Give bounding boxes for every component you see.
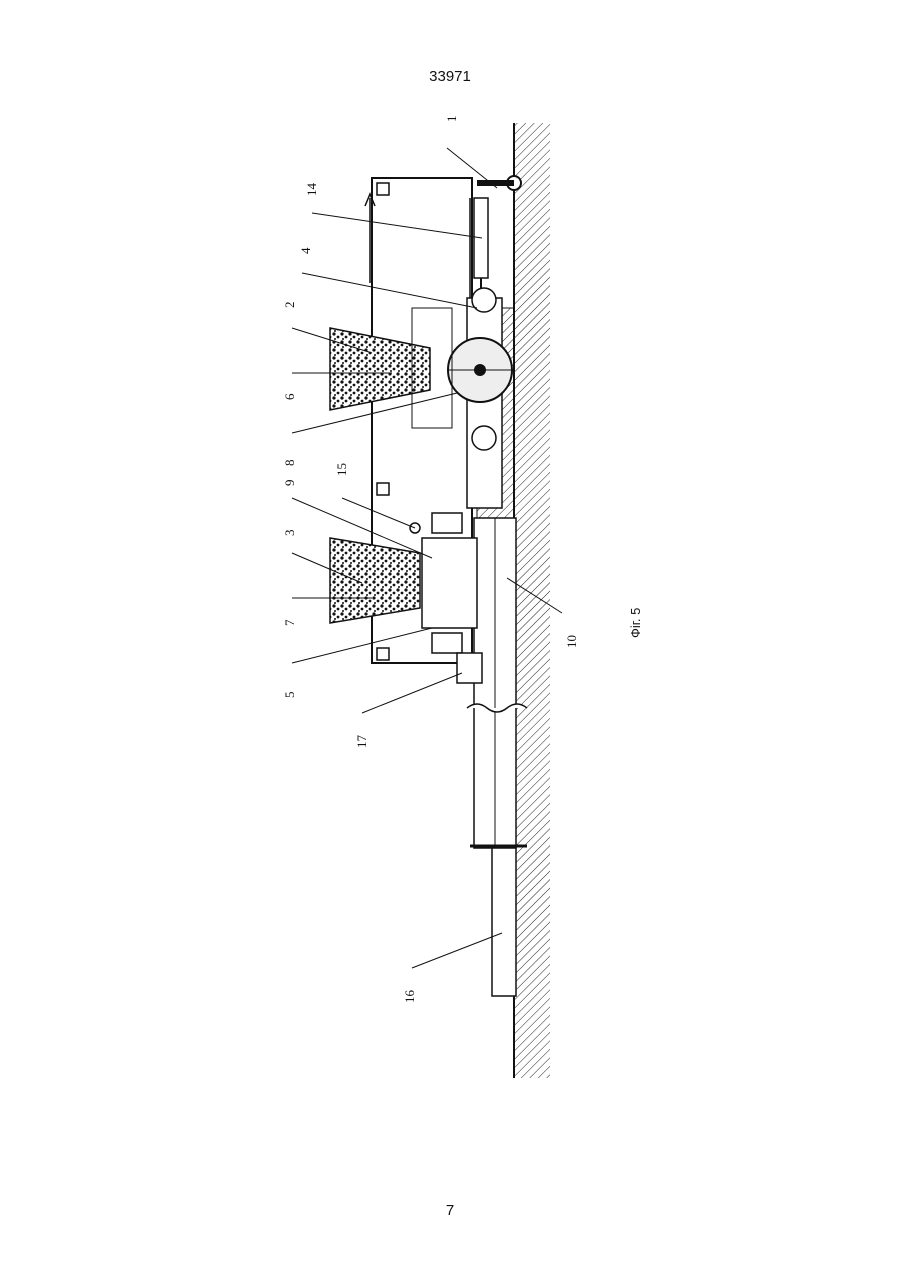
label-2: 2 xyxy=(282,302,297,309)
label-16: 16 xyxy=(402,990,417,1004)
technical-drawing: 1 14 4 2 6 8 15 9 3 7 5 17 10 16 Фіг. 5 xyxy=(252,108,652,1083)
label-7: 7 xyxy=(282,619,297,626)
label-15: 15 xyxy=(334,463,349,476)
support-17 xyxy=(457,653,482,683)
compactor-9 xyxy=(422,538,477,628)
label-9: 9 xyxy=(282,480,297,487)
ground-hatch xyxy=(514,123,550,1078)
figure-caption: Фіг. 5 xyxy=(628,608,643,638)
label-10: 10 xyxy=(564,635,579,648)
hopper-3 xyxy=(330,538,420,623)
patent-number: 33971 xyxy=(0,68,900,85)
hopper-2 xyxy=(330,328,430,410)
arm-4 xyxy=(467,298,502,508)
label-6: 6 xyxy=(282,393,297,400)
label-5: 5 xyxy=(282,692,297,699)
label-3: 3 xyxy=(282,530,297,537)
label-1: 1 xyxy=(444,116,459,123)
label-17: 17 xyxy=(354,735,369,749)
label-8: 8 xyxy=(282,460,297,467)
label-14: 14 xyxy=(304,183,319,197)
page-number: 7 xyxy=(0,1202,900,1219)
label-4: 4 xyxy=(298,247,313,254)
pipe-16 xyxy=(492,848,516,996)
